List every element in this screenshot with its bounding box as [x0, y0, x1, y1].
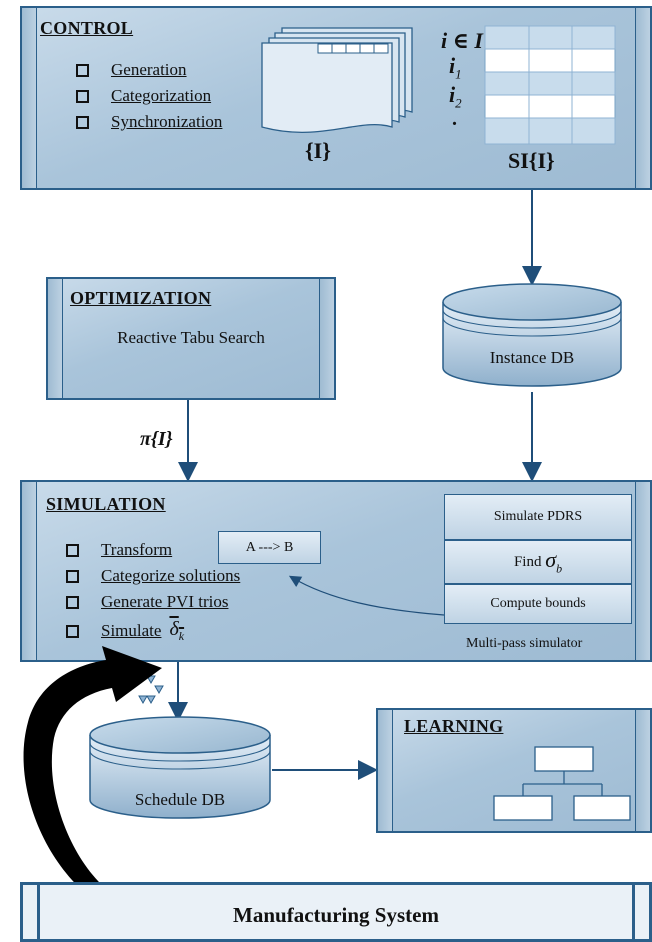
checkbox-icon: [76, 89, 89, 103]
multipass-step-find: Find σb: [444, 540, 632, 584]
optimization-title: OPTIMIZATION: [70, 288, 212, 308]
optimization-panel: [46, 277, 336, 400]
learning-title: LEARNING: [404, 716, 504, 736]
simulation-title: SIMULATION: [46, 494, 166, 514]
control-item-categorization[interactable]: Categorization: [76, 86, 211, 106]
manufacturing-label: Manufacturing System: [233, 903, 439, 927]
control-item-synchronization[interactable]: Synchronization: [76, 112, 222, 132]
index-main-label: i ∈ I: [441, 28, 483, 53]
checkbox-icon: [66, 543, 79, 557]
control-item-generation[interactable]: Generation: [76, 60, 187, 80]
schedule-db-label: Schedule DB: [134, 790, 226, 809]
control-item-label: Synchronization: [111, 112, 223, 131]
simulation-item-categorize[interactable]: Categorize solutions: [66, 566, 240, 586]
delta-symbol: δk: [169, 618, 185, 643]
index-2-label: i2: [449, 82, 462, 111]
index-dot-label: .: [452, 108, 457, 130]
checkbox-icon: [66, 624, 79, 638]
multipass-step-simulate-pdrs: Simulate PDRS: [444, 494, 632, 540]
simulation-item-transform[interactable]: Transform: [66, 540, 172, 560]
simulation-item-label: Generate PVI trios: [101, 592, 229, 611]
checkbox-icon: [76, 115, 89, 129]
transform-box: A ---> B: [218, 531, 321, 564]
index-2-subscript: 2: [455, 95, 462, 111]
checkbox-icon: [76, 63, 89, 77]
index-2-symbol: i: [449, 82, 456, 107]
control-item-label: Categorization: [111, 86, 212, 105]
multipass-step-compute-bounds: Compute bounds: [444, 584, 632, 624]
optimization-method: Reactive Tabu Search: [117, 328, 265, 347]
multipass-caption: Multi-pass simulator: [466, 636, 583, 651]
simulation-item-label: Categorize solutions: [101, 566, 241, 585]
control-title: CONTROL: [40, 18, 134, 38]
simulation-item-simulate[interactable]: Simulate δk: [66, 618, 184, 644]
instance-db-label: Instance DB: [489, 348, 575, 367]
control-item-label: Generation: [111, 60, 187, 79]
data-flow-triangles: [138, 675, 164, 705]
instance-db-cylinder: [442, 283, 622, 387]
manufacturing-panel: [20, 882, 652, 942]
instance-table-label: SI{I}: [508, 148, 555, 173]
index-1-symbol: i: [449, 53, 456, 78]
simulation-item-label: Simulate: [101, 621, 162, 640]
checkbox-icon: [66, 569, 79, 583]
find-label: Find: [513, 553, 542, 570]
simulation-item-generate[interactable]: Generate PVI trios: [66, 592, 228, 612]
sigma-symbol: σb: [545, 547, 563, 576]
index-1-subscript: 1: [455, 66, 462, 82]
permutation-label: π{I}: [140, 428, 173, 450]
simulation-item-label: Transform: [101, 540, 173, 559]
index-1-label: i1: [449, 53, 462, 82]
instance-set-label: {I}: [305, 138, 331, 163]
checkbox-icon: [66, 595, 79, 609]
